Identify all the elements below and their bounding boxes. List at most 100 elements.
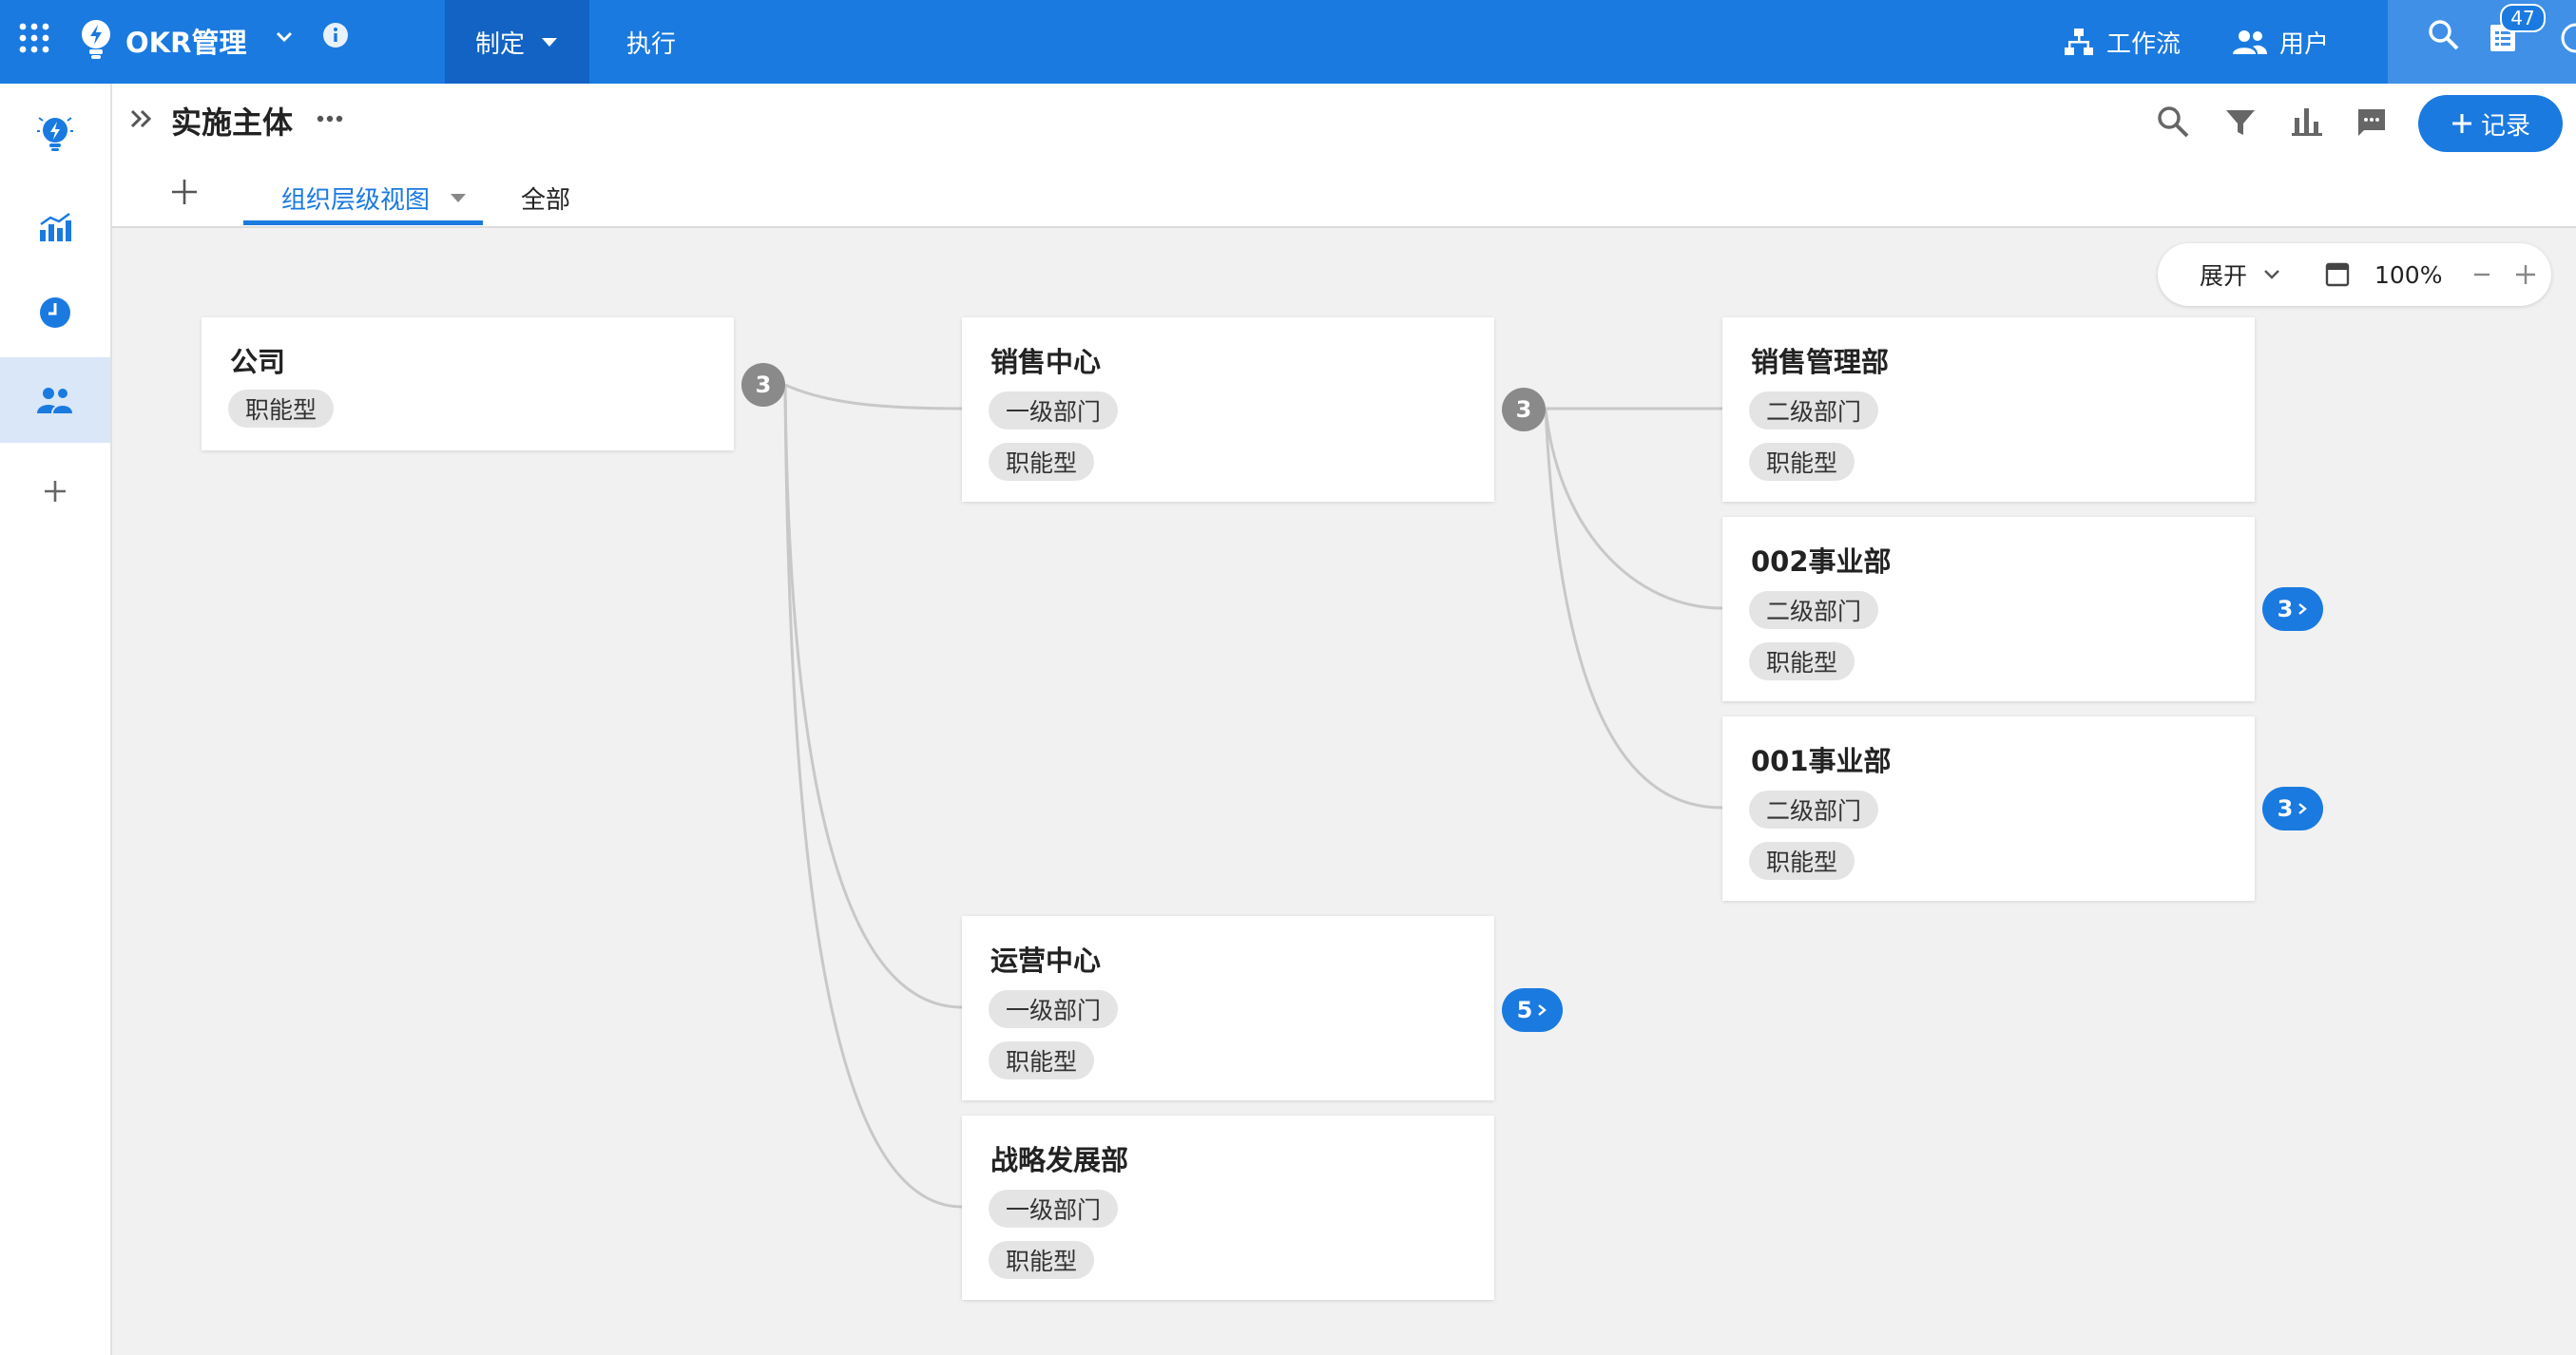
org-card-bu002[interactable]: 002事业部 二级部门 职能型 bbox=[1722, 517, 2255, 701]
people-icon bbox=[2233, 30, 2267, 54]
sidebar-item-okr[interactable] bbox=[0, 91, 110, 177]
org-tag: 二级部门 bbox=[1749, 391, 1879, 429]
more-options-icon[interactable] bbox=[316, 105, 344, 133]
org-tag: 职能型 bbox=[1749, 443, 1855, 481]
chevron-down-icon bbox=[2264, 270, 2279, 279]
view-tab-all-label: 全部 bbox=[521, 185, 571, 215]
top-bar: OKR管理 制定 执行 工作流 bbox=[0, 0, 2576, 84]
org-card-sales-mgmt[interactable]: 销售管理部 二级部门 职能型 bbox=[1722, 317, 2255, 502]
zoom-out-icon[interactable] bbox=[2471, 264, 2492, 285]
connector-sales-bu001 bbox=[1544, 408, 1723, 810]
lightbulb-icon bbox=[37, 117, 73, 151]
org-tag: 一级部门 bbox=[989, 1190, 1119, 1228]
zoom-toolbar: 展开 100% bbox=[2158, 243, 2551, 306]
org-tag: 职能型 bbox=[228, 390, 335, 428]
org-card-bu001[interactable]: 001事业部 二级部门 职能型 bbox=[1722, 716, 2255, 901]
expand-children-badge-ops-center[interactable]: 5 bbox=[1502, 988, 1563, 1032]
child-count: 3 bbox=[2277, 596, 2294, 622]
org-card-name: 战略发展部 bbox=[990, 1144, 1129, 1176]
notification-count-badge: 47 bbox=[2500, 4, 2546, 32]
page-title: 实施主体 bbox=[171, 105, 294, 141]
fit-screen-icon[interactable] bbox=[2325, 262, 2350, 287]
zoom-in-icon[interactable] bbox=[2513, 262, 2538, 287]
header-search-icon[interactable] bbox=[2156, 105, 2190, 139]
tab-dropdown-icon bbox=[542, 38, 557, 47]
search-icon[interactable] bbox=[2428, 19, 2460, 51]
org-card-name: 002事业部 bbox=[1751, 545, 1892, 578]
chart-icon bbox=[40, 212, 71, 241]
app-title[interactable]: OKR管理 bbox=[125, 27, 247, 59]
org-tag: 二级部门 bbox=[1749, 591, 1879, 629]
org-card-name: 公司 bbox=[230, 346, 286, 378]
child-count-badge-sales-center[interactable]: 3 bbox=[1502, 388, 1546, 431]
child-count: 3 bbox=[2277, 795, 2294, 822]
comment-icon[interactable] bbox=[2355, 106, 2388, 139]
add-view-icon[interactable] bbox=[169, 177, 200, 207]
org-card-name: 销售中心 bbox=[990, 346, 1102, 378]
users-label: 用户 bbox=[2279, 29, 2330, 59]
plus-icon bbox=[2451, 114, 2471, 133]
clock-icon bbox=[40, 297, 70, 328]
workflow-button[interactable]: 工作流 bbox=[2063, 19, 2181, 65]
active-view-underline bbox=[243, 220, 483, 225]
app-logo-lightbulb-icon bbox=[76, 15, 116, 61]
tab-execute-label: 执行 bbox=[625, 29, 676, 59]
plus-icon bbox=[45, 481, 66, 502]
view-tab-org-hierarchy-label: 组织层级视图 bbox=[281, 185, 431, 215]
users-button[interactable]: 用户 bbox=[2232, 19, 2329, 65]
org-card-name: 销售管理部 bbox=[1751, 346, 1890, 378]
org-tag: 职能型 bbox=[989, 443, 1095, 481]
connector-company-ops bbox=[783, 384, 963, 1009]
expand-dropdown[interactable]: 展开 bbox=[2200, 243, 2281, 306]
tab-formulate[interactable]: 制定 bbox=[445, 0, 589, 84]
apps-grid-icon[interactable] bbox=[17, 21, 51, 55]
sidebar-item-dashboard[interactable] bbox=[0, 184, 110, 270]
org-tag: 职能型 bbox=[989, 1041, 1095, 1079]
org-card-name: 运营中心 bbox=[990, 945, 1102, 977]
org-card-strategy[interactable]: 战略发展部 一级部门 职能型 bbox=[962, 1116, 1494, 1300]
org-tag: 一级部门 bbox=[989, 391, 1119, 429]
expand-children-badge-bu001[interactable]: 3 bbox=[2262, 787, 2323, 830]
org-card-name: 001事业部 bbox=[1751, 745, 1892, 777]
view-tab-org-hierarchy[interactable]: 组织层级视图 bbox=[281, 171, 468, 224]
connector-company-strategy bbox=[783, 384, 963, 1209]
org-tag: 二级部门 bbox=[1749, 791, 1879, 829]
bar-chart-icon[interactable] bbox=[2291, 105, 2323, 137]
chevron-right-icon bbox=[2298, 603, 2308, 615]
chevron-right-icon bbox=[1538, 1004, 1548, 1016]
connector-company-sales bbox=[784, 383, 963, 410]
add-record-label: 记录 bbox=[2480, 111, 2530, 141]
sidebar-item-entities[interactable] bbox=[0, 357, 110, 443]
org-tag: 职能型 bbox=[1749, 842, 1855, 880]
chevron-right-icon bbox=[2298, 803, 2308, 814]
tab-execute[interactable]: 执行 bbox=[599, 0, 703, 84]
caret-down-icon bbox=[451, 194, 467, 202]
help-icon[interactable] bbox=[2557, 21, 2576, 59]
left-sidebar bbox=[0, 84, 112, 1355]
connector-sales-bu002 bbox=[1544, 408, 1723, 610]
workflow-icon bbox=[2065, 29, 2093, 55]
info-icon[interactable] bbox=[321, 21, 350, 49]
zoom-level: 100% bbox=[2374, 260, 2443, 289]
org-card-sales-center[interactable]: 销售中心 一级部门 职能型 bbox=[962, 317, 1494, 502]
org-card-company[interactable]: 公司 职能型 bbox=[202, 317, 734, 450]
users-icon bbox=[37, 387, 74, 414]
sidebar-item-add[interactable] bbox=[0, 448, 110, 534]
child-count: 5 bbox=[1516, 997, 1533, 1023]
org-tag: 职能型 bbox=[989, 1241, 1095, 1279]
org-card-ops-center[interactable]: 运营中心 一级部门 职能型 bbox=[962, 916, 1494, 1100]
expand-label: 展开 bbox=[2200, 262, 2248, 290]
app-chevron-down-icon[interactable] bbox=[274, 27, 295, 48]
org-tag: 一级部门 bbox=[989, 990, 1119, 1028]
add-record-button[interactable]: 记录 bbox=[2418, 95, 2563, 152]
expand-sidebar-icon[interactable] bbox=[129, 106, 154, 131]
expand-children-badge-bu002[interactable]: 3 bbox=[2262, 587, 2323, 631]
tab-formulate-label: 制定 bbox=[474, 29, 525, 59]
workflow-label: 工作流 bbox=[2106, 29, 2182, 59]
child-count-badge-company[interactable]: 3 bbox=[741, 363, 785, 407]
org-tag: 职能型 bbox=[1749, 642, 1855, 680]
filter-icon[interactable] bbox=[2224, 106, 2257, 139]
view-tab-all[interactable]: 全部 bbox=[521, 171, 570, 224]
sidebar-item-history[interactable] bbox=[0, 270, 110, 355]
